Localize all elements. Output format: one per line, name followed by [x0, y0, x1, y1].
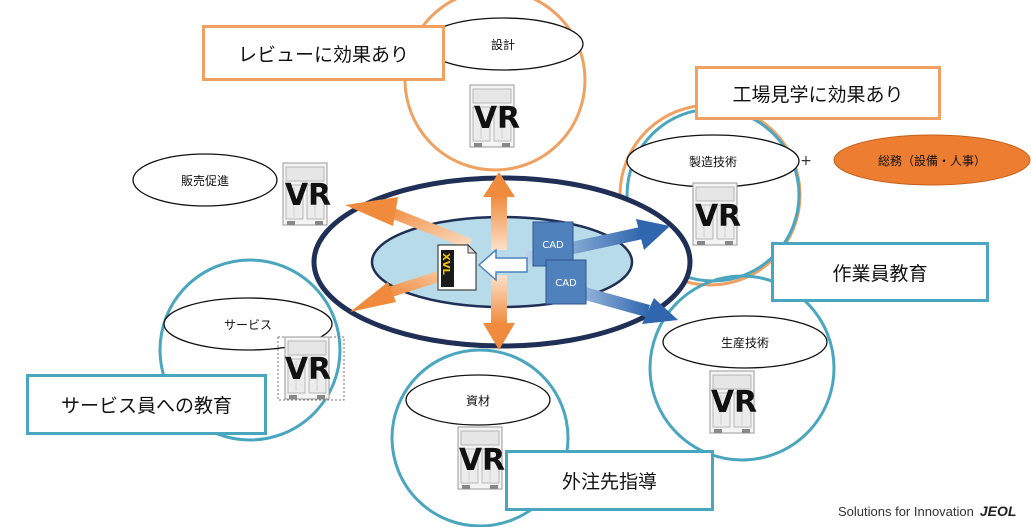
design-label: 設計	[491, 37, 515, 52]
cad-box-lower	[545, 259, 587, 305]
materials-label-ellipse	[405, 374, 551, 426]
conversion-arrow	[477, 248, 528, 282]
design-vr-label: VR	[474, 101, 520, 136]
service-label: サービス	[224, 318, 272, 332]
supplier-guidance-callout: 外注先指導	[505, 450, 714, 511]
arrow-to-design	[483, 172, 515, 250]
factory-tour-callout: 工場見学に効果あり	[695, 66, 941, 120]
sales-label-ellipse	[132, 153, 278, 207]
materials-label: 資材	[466, 394, 490, 408]
worker-training-callout: 作業員教育	[771, 242, 989, 302]
service-vr-label: VR	[285, 352, 331, 387]
general-affairs-label: 総務（設備・人事）	[878, 153, 986, 168]
cad-box-upper	[532, 221, 574, 267]
production-label-ellipse	[662, 315, 828, 369]
materials-vr-label: VR	[459, 443, 505, 478]
production-label: 生産技術	[721, 335, 769, 350]
xvl-label: XVL	[440, 253, 451, 275]
jeol-logo: JEOL	[979, 503, 1017, 519]
arrow-to-sales	[345, 197, 472, 249]
arrow-to-materials	[483, 275, 515, 350]
review-callout: レビューに効果あり	[202, 25, 445, 81]
cad-label-upper: CAD	[542, 240, 564, 251]
manufacturing-label: 製造技術	[689, 155, 737, 169]
service-circle	[158, 258, 342, 442]
xvl-file-icon: XVL	[437, 243, 478, 291]
materials-circle	[390, 348, 570, 527]
manufacturing-vr-label: VR	[695, 199, 741, 234]
service-training-callout: サービス員への教育	[26, 374, 267, 435]
sales-label: 販売促進	[181, 173, 229, 188]
production-vr-label: VR	[711, 385, 757, 420]
general-affairs-ellipse	[833, 134, 1031, 186]
footer-tagline: Solutions for Innovation	[838, 503, 974, 519]
footer: Solutions for Innovation JEOL	[838, 500, 1028, 522]
cad-label-lower: CAD	[555, 278, 577, 289]
sales-vr-label: VR	[285, 178, 331, 213]
production-circle	[648, 274, 836, 462]
plus-sign: +	[800, 153, 812, 169]
